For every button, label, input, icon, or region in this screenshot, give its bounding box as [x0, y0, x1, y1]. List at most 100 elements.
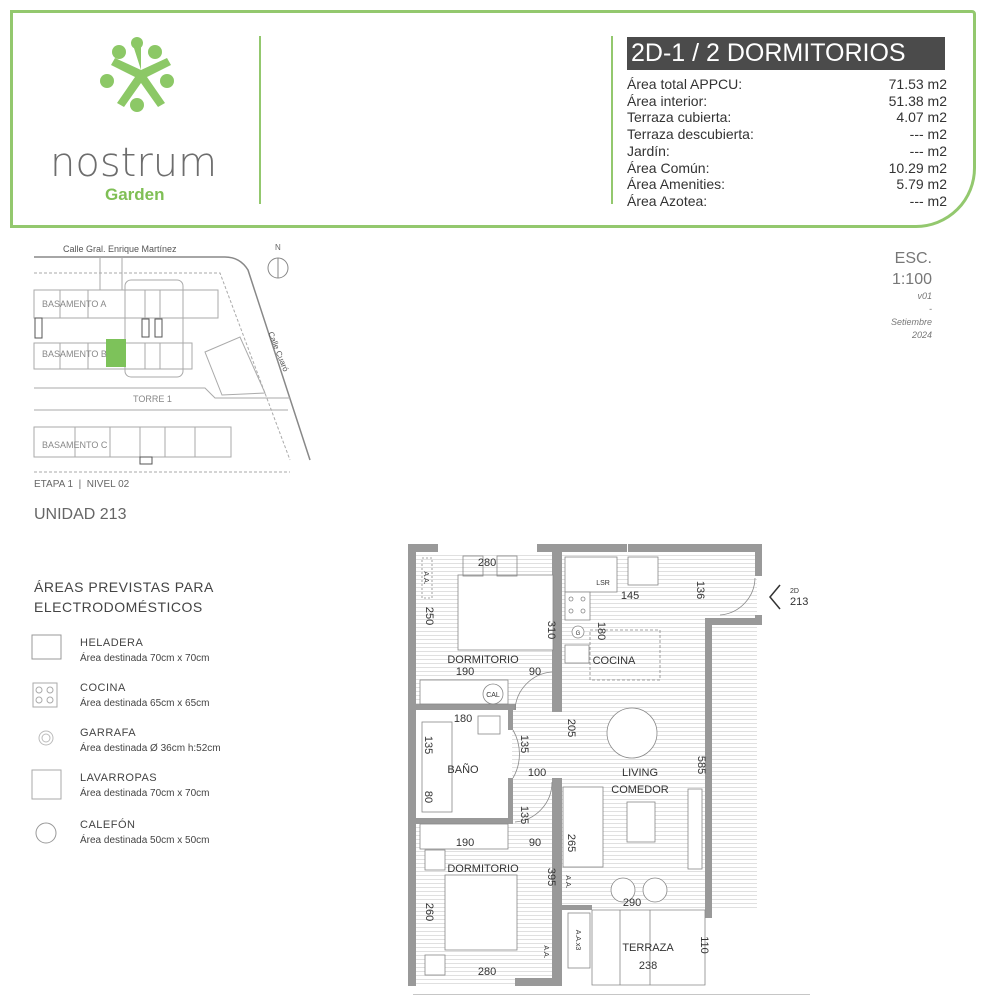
dimension-label: 250 [423, 607, 435, 625]
dimension-label: 100 [528, 767, 546, 779]
area-label: Terraza descubierta: [627, 126, 754, 143]
gas-tank-icon [38, 730, 54, 746]
ac-tag: A.A.x3 [574, 930, 581, 951]
dimension-label: 110 [698, 936, 710, 954]
block-label: BASAMENTO B [42, 349, 107, 359]
highlighted-unit [106, 339, 126, 367]
north-label: N [275, 243, 281, 252]
room-label: COMEDOR [611, 784, 669, 796]
legend-desc: Área destinada Ø 36cm h:52cm [80, 743, 221, 754]
area-label: Terraza cubierta: [627, 109, 732, 126]
site-plan: N Calle Gral. Enrique Martínez Calle Cua… [33, 243, 311, 473]
dimension-label: 135 [518, 806, 530, 824]
area-label: Área total APPCU: [627, 76, 743, 92]
year: 2024 [911, 330, 932, 340]
ac-tag: A.A. [564, 875, 571, 888]
divider [259, 36, 261, 204]
area-value: 4.07 m2 [896, 109, 947, 126]
dimension-label: 180 [595, 622, 607, 640]
legend-name: LAVARROPAS [80, 772, 158, 784]
legend-desc: Área destinada 70cm x 70cm [80, 653, 210, 664]
dimension-label: 190 [456, 837, 474, 849]
area-value: --- m2 [909, 142, 947, 159]
scale-value: 1:100 [891, 271, 932, 288]
dimension-label: 395 [545, 868, 557, 886]
stove-icon [32, 682, 58, 708]
dimension-label: 290 [623, 897, 641, 909]
logo-wordmark: nostrum [50, 140, 218, 186]
area-row: Área total APPCU: 71.53 m2 [627, 76, 947, 93]
area-value: 71.53 m2 [888, 76, 947, 92]
area-label: Área Amenities: [627, 176, 726, 193]
scale-block: ESC. 1:100 v01 - Setiembre 2024 [891, 248, 932, 342]
legend-name: COCINA [80, 682, 126, 694]
area-row: Jardín: --- m2 [627, 143, 947, 160]
dimension-label: 238 [639, 960, 657, 972]
room-label: COCINA [593, 655, 636, 667]
street-top: Calle Gral. Enrique Martínez [63, 244, 177, 254]
logo-star-icon [100, 37, 174, 112]
entry-number: 213 [790, 596, 808, 608]
version: v01 [917, 291, 932, 301]
dimension-label: 135 [422, 736, 434, 754]
header-frame [10, 10, 976, 228]
dimension-label: 190 [456, 666, 474, 678]
dimension-label: 280 [478, 966, 496, 978]
block-label: BASAMENTO C [42, 440, 108, 450]
area-table: Área total APPCU: 71.53 m2 Área interior: 5… [627, 76, 947, 210]
legend-title-line: ÁREAS PREVISTAS PARA [34, 579, 214, 595]
dimension-label: 90 [529, 666, 541, 678]
ac-tag: A.A. [422, 571, 429, 584]
dimension-label: 260 [423, 903, 435, 921]
block-label: TORRE 1 [133, 394, 172, 404]
area-row: Área interior: 51.38 m2 [627, 93, 947, 110]
legend-desc: Área destinada 50cm x 50cm [80, 835, 210, 846]
dimension-label: 280 [478, 557, 496, 569]
legend-name: CALEFÓN [80, 819, 136, 831]
legend-item: GARRAFA Área destinada Ø 36cm h:52cm [80, 725, 221, 757]
dimension-label: 205 [565, 719, 577, 737]
room-label: DORMITORIO [447, 654, 519, 666]
legend-title: ÁREAS PREVISTAS PARA ELECTRODOMÉSTICOS [34, 577, 214, 617]
fridge-icon [31, 634, 62, 660]
area-value: 51.38 m2 [888, 92, 947, 109]
area-label: Área Azotea: [627, 192, 708, 209]
dimension-label: 135 [518, 735, 530, 753]
area-value: 5.79 m2 [896, 176, 947, 193]
block-label: BASAMENTO A [42, 299, 106, 309]
washer-icon [31, 769, 62, 800]
separator: - [929, 304, 932, 314]
laundry-tag: LSR [596, 580, 610, 587]
scale-label: ESC. [894, 250, 932, 267]
area-row: Área Azotea:--- m2 [627, 193, 947, 210]
logo-subtitle: Garden [105, 185, 165, 204]
dimension-label: 265 [565, 834, 577, 852]
legend-item: COCINA Área destinada 65cm x 65cm [80, 680, 210, 712]
legend-name: GARRAFA [80, 727, 137, 739]
dimension-label: 90 [529, 837, 541, 849]
gas-tag: G [576, 631, 581, 637]
area-value: --- m2 [909, 126, 947, 143]
area-row: Terraza cubierta: 4.07 m2 [627, 109, 947, 126]
area-row: Área Amenities: 5.79 m2 [627, 176, 947, 193]
dimension-label: 136 [694, 581, 706, 599]
water-heater-tag: CAL [486, 692, 500, 699]
unit-number: UNIDAD 213 [34, 506, 127, 523]
ac-tag: A.A. [542, 945, 549, 958]
legend-title-line: ELECTRODOMÉSTICOS [34, 599, 203, 615]
area-label: Área interior: [627, 92, 708, 109]
dimension-label: 180 [454, 713, 472, 725]
walls [408, 544, 762, 986]
room-label: DORMITORIO [447, 863, 519, 875]
month: Setiembre [890, 317, 932, 327]
area-label: Jardín: [627, 142, 670, 159]
legend-desc: Área destinada 65cm x 65cm [80, 698, 210, 709]
area-row: Terraza descubierta: --- m2 [627, 126, 947, 143]
entry-type: 2D [790, 588, 799, 595]
dimension-label: 145 [621, 590, 639, 602]
dimension-label: 310 [545, 621, 557, 639]
